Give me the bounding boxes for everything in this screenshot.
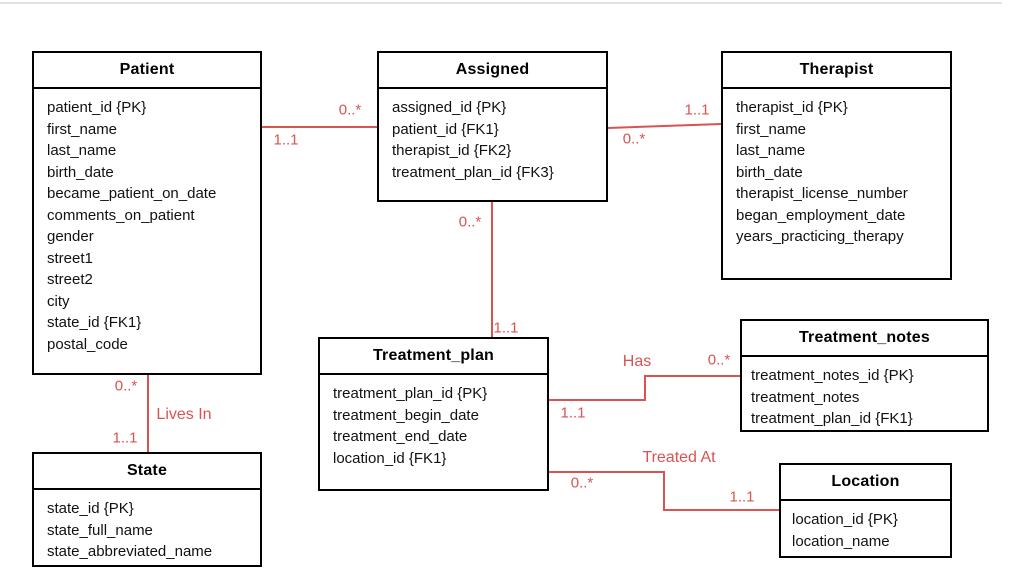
entity-title: Location — [781, 465, 950, 501]
relationship-name-treated-at: Treated At — [642, 449, 716, 466]
cardinality-label-patient-end: 1..1 — [273, 131, 299, 149]
entity-field: treatment_notes — [751, 388, 860, 406]
entity-field: location_name — [792, 532, 890, 550]
entity-field: location_id {PK} — [792, 511, 898, 528]
entity-field: state_id {PK} — [47, 500, 134, 517]
entity-field: birth_date — [47, 163, 114, 181]
entity-field: patient_id {FK1} — [392, 120, 499, 138]
entity-field: treatment_begin_date — [333, 406, 479, 424]
entity-title: Patient — [34, 53, 260, 89]
entity-title: Assigned — [379, 53, 606, 89]
entity-field-list: patient_id {PK} first_name last_name bir… — [34, 89, 260, 355]
cardinality-label-patient-end: 0..* — [114, 377, 138, 395]
cardinality-label-treatment-plan-end: 0..* — [570, 474, 594, 492]
entity-title: State — [34, 454, 260, 490]
entity-field: began_employment_date — [736, 206, 906, 224]
entity-state: State state_id {PK} state_full_name stat… — [32, 452, 262, 567]
entity-field: patient_id {PK} — [47, 99, 147, 116]
entity-field: birth_date — [736, 163, 803, 181]
entity-title: Treatment_notes — [742, 321, 987, 357]
cardinality-label-therapist-end: 1..1 — [684, 101, 710, 119]
entity-therapist: Therapist therapist_id {PK} first_name l… — [721, 51, 952, 280]
entity-field: first_name — [47, 120, 118, 138]
entity-field: state_full_name — [47, 521, 153, 539]
entity-field: state_abbreviated_name — [47, 543, 213, 560]
cardinality-label-location-end: 1..1 — [729, 488, 755, 506]
relationship-line-assigned-therapist — [607, 123, 722, 129]
entity-field: treatment_end_date — [333, 428, 468, 445]
entity-field: last_name — [736, 142, 806, 159]
entity-field: became_patient_on_date — [47, 185, 217, 202]
entity-field: postal_code — [47, 335, 128, 353]
entity-field: treatment_plan_id {FK3} — [392, 163, 554, 181]
cardinality-label-treatment-plan-end: 1..1 — [493, 319, 519, 337]
relationship-name-lives-in: Lives In — [156, 406, 212, 423]
entity-field-list: state_id {PK} state_full_name state_abbr… — [34, 490, 260, 563]
entity-field: state_id {FK1} — [47, 314, 142, 331]
relationship-line-treatment-plan-treatment-notes — [549, 375, 740, 401]
cardinality-label-treatment-plan-end: 1..1 — [560, 404, 586, 422]
entity-field: treatment_plan_id {FK1} — [751, 410, 913, 427]
entity-assigned: Assigned assigned_id {PK} patient_id {FK… — [377, 51, 608, 202]
entity-field: gender — [47, 228, 94, 245]
entity-field-list: assigned_id {PK} patient_id {FK1} therap… — [379, 89, 606, 183]
entity-field-list: treatment_plan_id {PK} treatment_begin_d… — [320, 375, 547, 469]
entity-patient: Patient patient_id {PK} first_name last_… — [32, 51, 262, 375]
entity-field-list: location_id {PK} location_name — [781, 501, 950, 552]
entity-location: Location location_id {PK} location_name — [779, 463, 952, 558]
relationship-name-has: Has — [622, 353, 652, 370]
entity-title: Treatment_plan — [320, 339, 547, 375]
entity-field: first_name — [736, 120, 807, 138]
entity-field: street2 — [47, 271, 93, 288]
entity-field: treatment_plan_id {PK} — [333, 385, 488, 402]
entity-field-list: therapist_id {PK} first_name last_name b… — [723, 89, 950, 248]
entity-treatment-plan: Treatment_plan treatment_plan_id {PK} tr… — [318, 337, 549, 491]
cardinality-label-assigned-end: 0..* — [338, 101, 362, 119]
entity-field-list: treatment_notes_id {PK} treatment_notes … — [742, 357, 987, 430]
entity-title: Therapist — [723, 53, 950, 89]
entity-treatment-notes: Treatment_notes treatment_notes_id {PK} … — [740, 319, 989, 432]
entity-field: comments_on_patient — [47, 206, 195, 224]
entity-field: therapist_license_number — [736, 185, 908, 202]
entity-field: therapist_id {PK} — [736, 99, 848, 116]
entity-field: treatment_notes_id {PK} — [751, 367, 914, 384]
entity-field: location_id {FK1} — [333, 449, 447, 467]
cardinality-label-assigned-end: 0..* — [622, 130, 646, 148]
entity-field: therapist_id {FK2} — [392, 142, 512, 159]
entity-field: assigned_id {PK} — [392, 99, 507, 116]
entity-field: years_practicing_therapy — [736, 228, 904, 245]
relationship-line-treatment-plan-location — [549, 471, 779, 511]
cardinality-label-state-end: 1..1 — [112, 429, 138, 447]
cardinality-label-treatment-notes-end: 0..* — [707, 351, 731, 369]
entity-field: street1 — [47, 249, 93, 267]
entity-field: city — [47, 292, 70, 310]
cardinality-label-assigned-end: 0..* — [458, 213, 482, 231]
entity-field: last_name — [47, 142, 117, 159]
